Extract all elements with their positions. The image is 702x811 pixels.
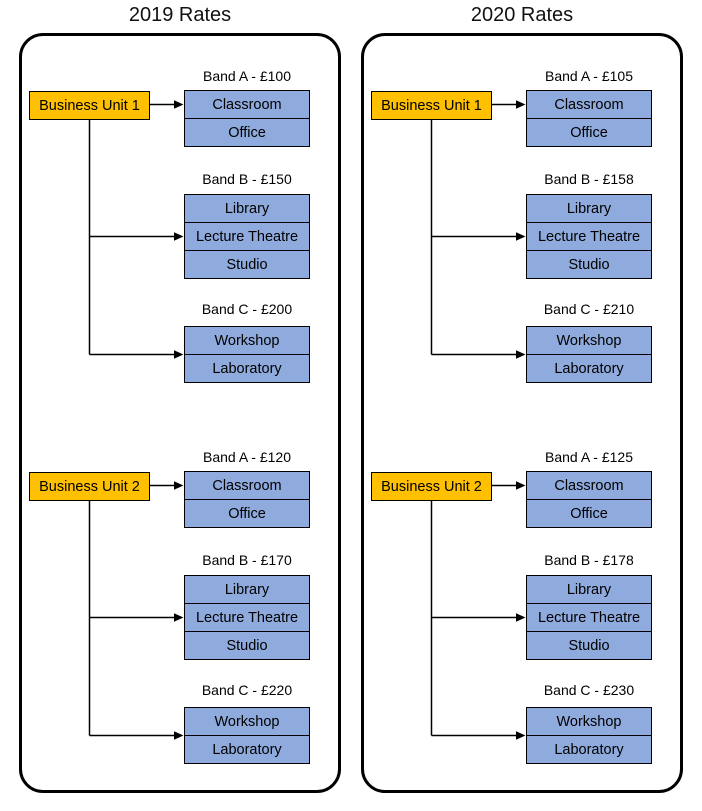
room-cell: Classroom — [526, 90, 652, 119]
room-cell: Classroom — [526, 471, 652, 500]
connector-arrows — [88, 100, 184, 359]
room-cell: Library — [526, 194, 652, 223]
room-cell: Lecture Theatre — [184, 222, 310, 251]
room-cell: Studio — [184, 250, 310, 279]
band-group: Workshop Laboratory — [526, 707, 652, 764]
band-label: Band B - £150 — [202, 171, 292, 187]
band-label: Band A - £120 — [203, 449, 291, 465]
unit-section-2019-bu1: Business Unit 1 Band A - £100 Classroom … — [22, 67, 338, 385]
band-label: Band B - £178 — [544, 552, 634, 568]
band-group: Workshop Laboratory — [184, 326, 310, 383]
band-group: Workshop Laboratory — [526, 326, 652, 383]
room-cell: Library — [526, 575, 652, 604]
band-group: Classroom Office — [526, 90, 652, 147]
room-cell: Classroom — [184, 90, 310, 119]
panel-2020: 2020 Rates Business Unit 1 Band A - £105… — [361, 0, 683, 793]
unit-section-2020-bu2: Business Unit 2 Band A - £125 Classroom … — [364, 448, 680, 766]
band-label: Band C - £230 — [543, 682, 635, 698]
room-cell: Studio — [526, 631, 652, 660]
band-group: Library Lecture Theatre Studio — [526, 194, 652, 279]
room-cell: Library — [184, 575, 310, 604]
room-cell: Office — [184, 118, 310, 147]
business-unit-box: Business Unit 2 — [29, 472, 150, 501]
room-cell: Lecture Theatre — [526, 603, 652, 632]
band-label: Band A - £125 — [545, 449, 633, 465]
room-cell: Laboratory — [526, 354, 652, 383]
room-cell: Workshop — [526, 326, 652, 355]
room-cell: Workshop — [526, 707, 652, 736]
panel-title-2019: 2019 Rates — [128, 4, 232, 26]
room-cell: Workshop — [184, 707, 310, 736]
room-cell: Laboratory — [526, 735, 652, 764]
connector-arrows — [88, 481, 184, 740]
band-label: Band A - £105 — [545, 68, 633, 84]
band-group: Classroom Office — [184, 90, 310, 147]
band-group: Classroom Office — [184, 471, 310, 528]
band-group: Library Lecture Theatre Studio — [184, 194, 310, 279]
room-cell: Library — [184, 194, 310, 223]
connector-arrows — [430, 100, 526, 359]
band-label: Band C - £220 — [201, 682, 293, 698]
band-label: Band B - £170 — [202, 552, 292, 568]
panel-border-2019: Business Unit 1 Band A - £100 Classroom … — [19, 33, 341, 793]
unit-section-2019-bu2: Business Unit 2 Band A - £120 Classroom … — [22, 448, 338, 766]
room-cell: Laboratory — [184, 354, 310, 383]
room-cell: Classroom — [184, 471, 310, 500]
business-unit-box: Business Unit 2 — [371, 472, 492, 501]
room-cell: Workshop — [184, 326, 310, 355]
band-label: Band A - £100 — [203, 68, 291, 84]
room-cell: Office — [526, 499, 652, 528]
band-label: Band C - £200 — [201, 301, 293, 317]
panel-title-2020: 2020 Rates — [470, 4, 574, 26]
band-label: Band C - £210 — [543, 301, 635, 317]
business-unit-box: Business Unit 1 — [371, 91, 492, 120]
room-cell: Office — [184, 499, 310, 528]
panel-border-2020: Business Unit 1 Band A - £105 Classroom … — [361, 33, 683, 793]
room-cell: Lecture Theatre — [184, 603, 310, 632]
band-label: Band B - £158 — [544, 171, 634, 187]
band-group: Workshop Laboratory — [184, 707, 310, 764]
band-group: Library Lecture Theatre Studio — [526, 575, 652, 660]
room-cell: Studio — [526, 250, 652, 279]
room-cell: Laboratory — [184, 735, 310, 764]
connector-arrows — [430, 481, 526, 740]
panel-2019: 2019 Rates Business Unit 1 Band A - £100… — [19, 0, 341, 793]
room-cell: Lecture Theatre — [526, 222, 652, 251]
band-group: Classroom Office — [526, 471, 652, 528]
room-cell: Office — [526, 118, 652, 147]
business-unit-box: Business Unit 1 — [29, 91, 150, 120]
band-group: Library Lecture Theatre Studio — [184, 575, 310, 660]
unit-section-2020-bu1: Business Unit 1 Band A - £105 Classroom … — [364, 67, 680, 385]
room-cell: Studio — [184, 631, 310, 660]
